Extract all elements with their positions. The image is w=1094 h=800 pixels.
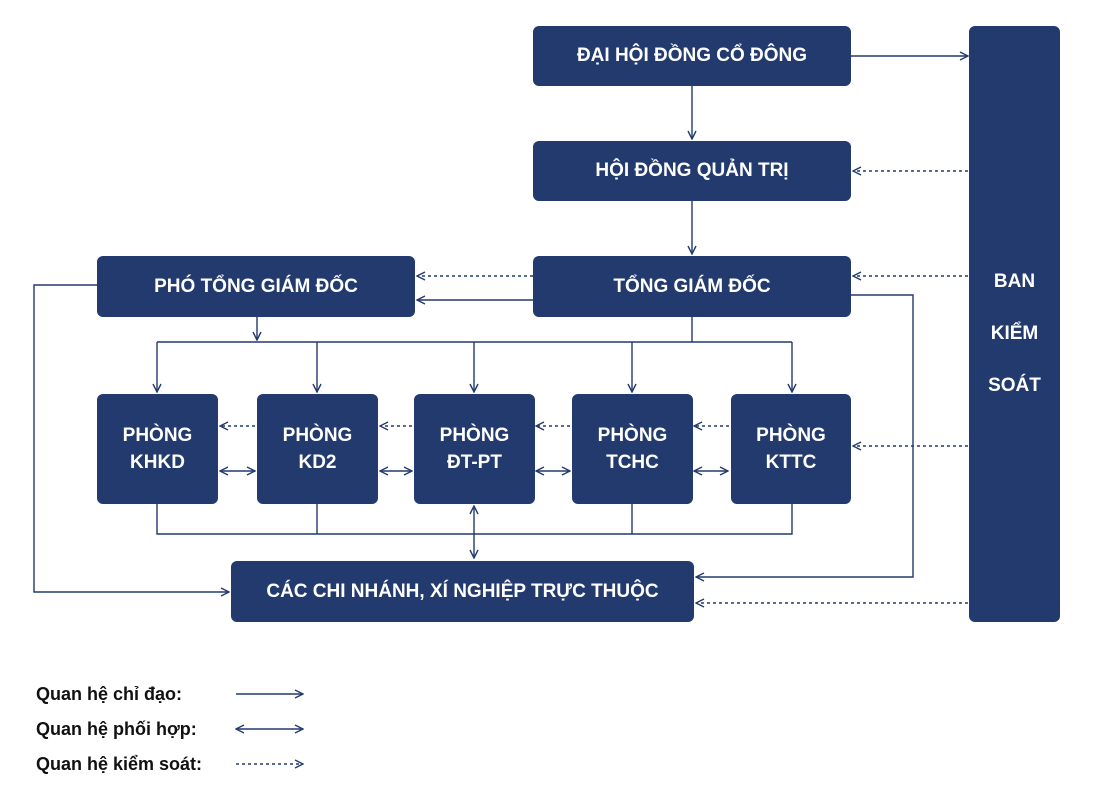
dept-tchc-line2: TCHC [606, 452, 659, 473]
shareholders-box: ĐẠI HỘI ĐỒNG CỔ ĐÔNG [533, 26, 851, 86]
ceo-label: TỔNG GIÁM ĐỐC [613, 275, 771, 297]
dept-kttc-line1: PHÒNG [756, 425, 826, 446]
dept-kttc-line2: KTTC [765, 452, 817, 473]
dept-tchc-box: PHÒNG TCHC [572, 394, 693, 504]
dept-kd2-line2: KD2 [298, 452, 337, 473]
legend-control-label: Quan hệ kiểm soát: [36, 754, 203, 774]
dept-khkd-line2: KHKD [130, 452, 185, 473]
dept-tchc-line1: PHÒNG [597, 425, 668, 446]
legend-direction-label: Quan hệ chỉ đạo: [36, 684, 183, 704]
board-box: HỘI ĐỒNG QUẢN TRỊ [533, 141, 851, 201]
branches-box: CÁC CHI NHÁNH, XÍ NGHIỆP TRỰC THUỘC [231, 561, 694, 622]
dept-khkd-box: PHÒNG KHKD [97, 394, 218, 504]
shareholders-label: ĐẠI HỘI ĐỒNG CỔ ĐÔNG [576, 45, 808, 66]
dept-kd2-box: PHÒNG KD2 [257, 394, 378, 504]
dept-dtpt-line1: PHÒNG [439, 425, 510, 446]
board-label: HỘI ĐỒNG QUẢN TRỊ [595, 160, 789, 181]
dept-khkd-line1: PHÒNG [122, 425, 193, 446]
supervisory-label-2: KIỂM [990, 323, 1039, 344]
ceo-box: TỔNG GIÁM ĐỐC [533, 256, 851, 317]
dept-dtpt-line2: ĐT-PT [447, 452, 502, 473]
arrow-tgd-to-branches [696, 294, 914, 577]
supervisory-label-3: SOÁT [988, 375, 1041, 396]
branches-label: CÁC CHI NHÁNH, XÍ NGHIỆP TRỰC THUỘC [266, 580, 659, 602]
deputy-ceo-label: PHÓ TỔNG GIÁM ĐỐC [154, 275, 358, 297]
supervisory-board-box: BAN KIỂM SOÁT [969, 26, 1060, 622]
arrow-pho-to-branches [33, 284, 229, 592]
deputy-ceo-box: PHÓ TỔNG GIÁM ĐỐC [97, 256, 415, 317]
legend-coordination-label: Quan hệ phối hợp: [36, 719, 197, 739]
supervisory-label-1: BAN [993, 271, 1036, 292]
dept-kttc-box: PHÒNG KTTC [731, 394, 851, 504]
dept-dtpt-box: PHÒNG ĐT-PT [414, 394, 535, 504]
dept-kd2-line1: PHÒNG [282, 425, 353, 446]
